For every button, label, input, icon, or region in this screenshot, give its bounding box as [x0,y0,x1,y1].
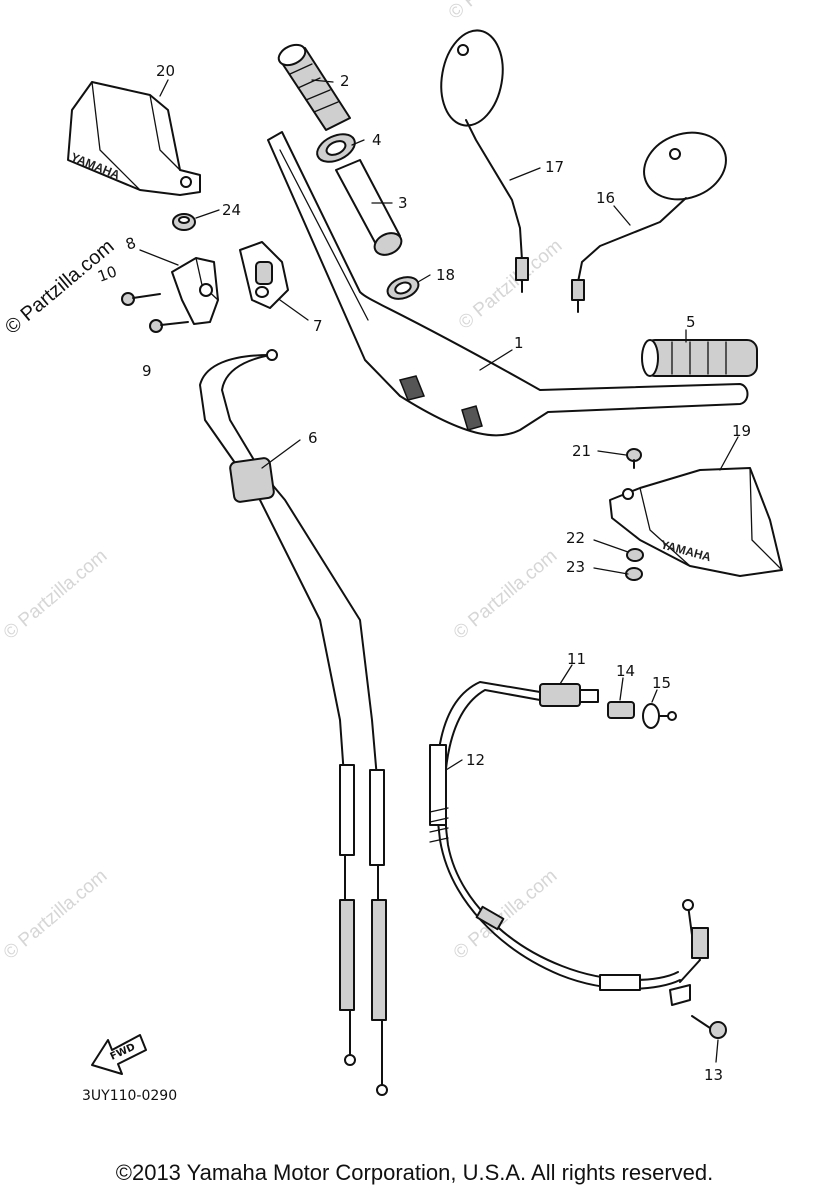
ring-18[interactable] [385,273,422,303]
throttle-tube-3[interactable] [335,159,405,259]
callout-4: 4 [372,131,382,149]
callout-18: 18 [436,266,455,284]
watermark: © Partzilla.com [445,0,557,24]
callout-22: 22 [566,529,585,547]
adjuster-11[interactable] [539,683,599,707]
callout-17: 17 [545,158,564,176]
grip-left-2[interactable] [276,41,351,131]
throttle-housing-7[interactable] [239,241,289,309]
callout-3: 3 [398,194,408,212]
callout-10: 10 [95,262,119,285]
watermark-dark: © Partzilla.com [1,235,118,338]
watermark: © Partzilla.com [455,235,567,333]
bolt-13[interactable] [691,1015,727,1039]
handlebar-1[interactable] [267,131,749,437]
mirror-left-17[interactable] [434,26,529,293]
mirror-right-16[interactable] [571,122,735,313]
screw-21[interactable] [626,448,642,469]
screw-10[interactable] [121,292,161,306]
diagram-code: 3UY110-0290 [82,1088,178,1104]
callout-9: 9 [142,362,152,380]
cable-end-12[interactable] [669,899,709,1006]
callouts: 20 2 4 17 3 16 24 8 10 18 7 5 1 9 19 6 2… [95,62,751,1084]
washer-22[interactable] [626,548,644,562]
callout-20: 20 [156,62,175,80]
hand-guard-right[interactable]: YAMAHA [609,467,783,577]
callout-16: 16 [596,189,615,207]
callout-24: 24 [222,201,241,219]
copyright-notice: ©2013 Yamaha Motor Corporation, U.S.A. A… [115,1160,714,1185]
watermark: © Partzilla.com [450,865,562,963]
clutch-cable-12[interactable] [429,681,681,991]
hand-guard-left[interactable]: YAMAHA [67,81,201,196]
callout-2: 2 [340,72,350,90]
callout-1: 1 [514,334,524,352]
callout-15: 15 [652,674,671,692]
throttle-cable-6[interactable] [199,349,388,1096]
callout-13: 13 [704,1066,723,1084]
callout-11: 11 [567,650,586,668]
leader-lines [139,79,739,1063]
callout-14: 14 [616,662,635,680]
nut-24[interactable] [172,213,196,231]
callout-21: 21 [572,442,591,460]
watermark: © Partzilla.com [0,865,111,963]
ring-4[interactable] [313,129,359,168]
callout-5: 5 [686,313,696,331]
holder-8[interactable] [171,257,219,325]
callout-19: 19 [732,422,751,440]
callout-23: 23 [566,558,585,576]
grip-right-5[interactable] [641,339,758,377]
callout-8: 8 [123,234,138,254]
callout-12: 12 [466,751,485,769]
fwd-arrow-icon: FWD [91,1034,147,1075]
callout-6: 6 [308,429,318,447]
washer-15[interactable] [642,703,677,729]
locknut-14[interactable] [607,701,635,719]
screw-9[interactable] [149,319,189,333]
callout-7: 7 [313,317,323,335]
watermark: © Partzilla.com [450,545,562,643]
watermark: © Partzilla.com [0,545,111,643]
